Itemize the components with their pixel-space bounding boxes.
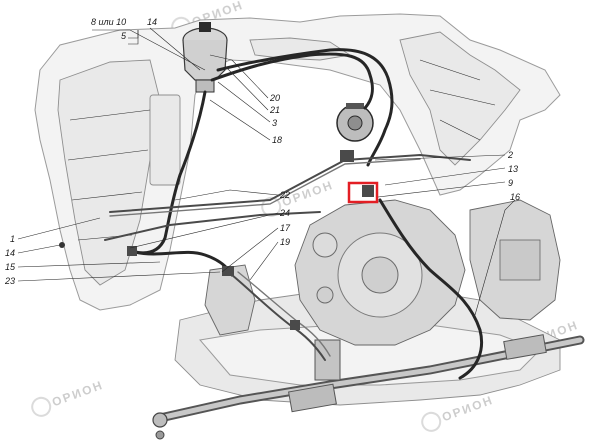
callout-label-21: 21 (269, 105, 280, 115)
leader-lines (17, 27, 516, 316)
fittings (59, 150, 374, 330)
callout-label-1: 1 (10, 234, 15, 244)
gear-watermark-icon (31, 396, 52, 417)
callout-label-23: 23 (4, 276, 15, 286)
callout-label-13: 13 (508, 164, 518, 174)
callout-label-22: 22 (279, 190, 290, 200)
callout-label-16: 16 (510, 192, 520, 202)
gear-watermark-icon (421, 411, 442, 432)
callout-label-17: 17 (280, 223, 291, 233)
callout-label-24: 24 (279, 208, 290, 218)
power-steering-pump (336, 103, 374, 142)
callout-label-19: 19 (280, 237, 290, 247)
watermark-text: ОРИОН (50, 378, 106, 410)
callout-label-14-left: 14 (5, 248, 15, 258)
callout-label-18: 18 (272, 135, 282, 145)
callout-label-20: 20 (269, 93, 280, 103)
gear-watermark-icon (261, 196, 282, 217)
callout-labels: 8 или 10 5 14 20 21 3 18 2 13 9 16 22 24… (4, 17, 520, 286)
power-steering-reservoir (182, 22, 228, 93)
callout-label-3: 3 (272, 118, 277, 128)
engine-block (294, 199, 466, 346)
callout-label-8-or-10: 8 или 10 (91, 17, 126, 27)
steering-rack (152, 334, 585, 440)
pump-bracket (204, 264, 256, 336)
callout-label-15: 15 (5, 262, 16, 272)
callout-label-9: 9 (508, 178, 513, 188)
callout-label-2: 2 (507, 150, 513, 160)
callout-label-14-top: 14 (147, 17, 157, 27)
callout-label-5: 5 (121, 31, 127, 41)
right-bracket (469, 199, 561, 321)
highlight-box (347, 181, 379, 204)
